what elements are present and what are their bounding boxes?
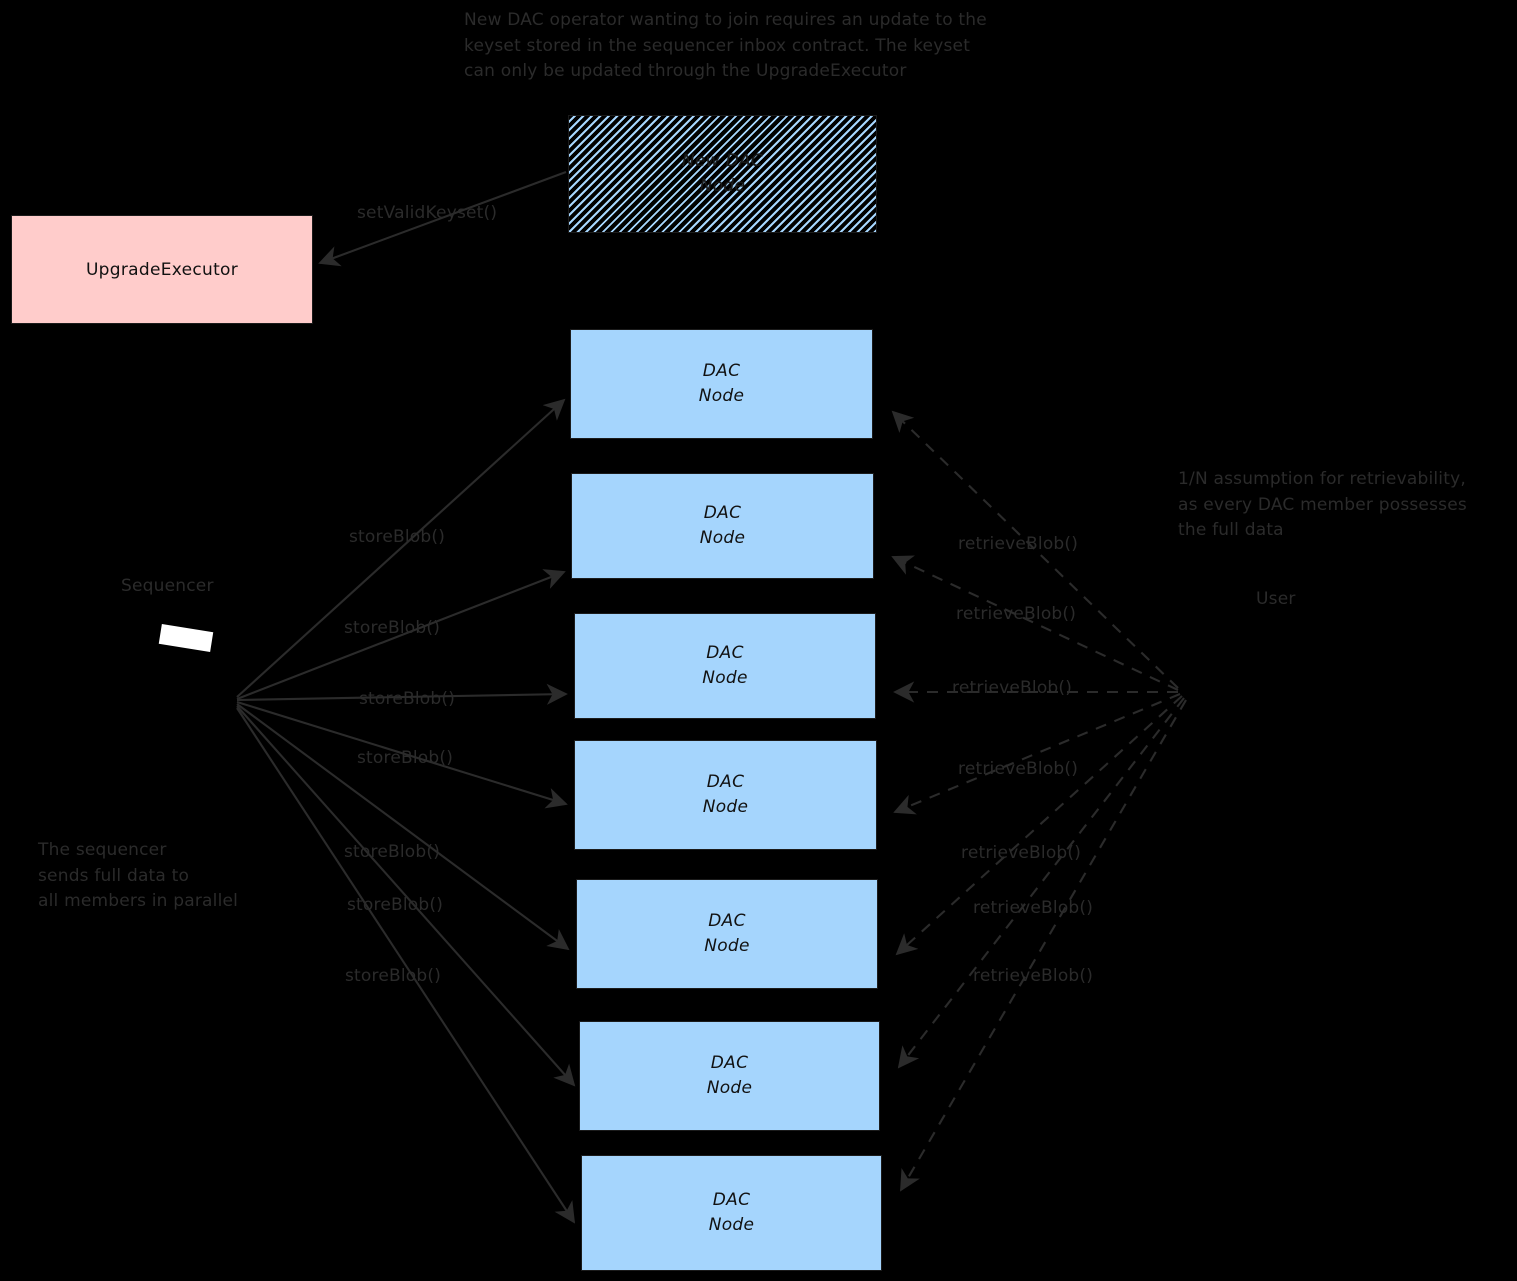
- edge-label-store-blob-1: storeBlob(): [349, 527, 446, 547]
- new-dac-node-box[interactable]: New DAC Node: [568, 115, 877, 233]
- edge-label-retrieve-blob-7: retrieveBlob(): [973, 966, 1094, 986]
- edge-label-store-blob-3: storeBlob(): [359, 689, 456, 709]
- edge-store-blob-1: [236, 398, 566, 698]
- note-keyset-update: New DAC operator wanting to join require…: [464, 10, 987, 81]
- dac-node-5-line1: DAC: [708, 911, 746, 932]
- dac-node-7[interactable]: DAC Node: [581, 1155, 882, 1271]
- edge-label-retrieve-blob-1: retrieveBlob(): [958, 534, 1079, 554]
- dac-node-3-line2: Node: [702, 668, 748, 688]
- upgrade-executor-label: UpgradeExecutor: [85, 259, 239, 280]
- edge-label-store-blob-4: storeBlob(): [357, 748, 454, 768]
- dac-node-3-line1: DAC: [706, 643, 744, 664]
- edge-label-store-blob-7: storeBlob(): [345, 966, 442, 986]
- edge-label-retrieve-blob-2: retrieveBlob(): [956, 604, 1077, 624]
- dac-node-2-line2: Node: [699, 528, 746, 548]
- dac-node-4[interactable]: DAC Node: [574, 740, 877, 850]
- dac-node-5-line2: Node: [704, 936, 750, 956]
- edge-retrieve-blob-6: [897, 697, 1185, 1069]
- note-retrievability-assumption: 1/N assumption for retrievability, as ev…: [1178, 469, 1467, 540]
- note-sequencer-parallel: The sequencer sends full data to all mem…: [38, 840, 239, 911]
- sequencer-label: Sequencer: [121, 576, 214, 596]
- edge-label-retrieve-blob-3: retrieveBlob(): [952, 678, 1073, 698]
- dac-node-5[interactable]: DAC Node: [576, 879, 878, 989]
- dac-node-1-line1: DAC: [702, 361, 741, 382]
- dac-node-1-line2: Node: [698, 386, 745, 406]
- upgrade-executor-box[interactable]: UpgradeExecutor: [11, 215, 313, 324]
- new-dac-node-line1: New DAC: [681, 151, 764, 172]
- new-dac-node-line2: Node: [699, 176, 746, 196]
- dac-node-1[interactable]: DAC Node: [570, 329, 873, 439]
- dac-node-7-line2: Node: [708, 1215, 755, 1235]
- dac-node-6-line1: DAC: [710, 1053, 749, 1074]
- dac-node-6[interactable]: DAC Node: [579, 1021, 880, 1131]
- edge-label-retrieve-blob-4: retrieveBlob(): [958, 759, 1079, 779]
- dac-node-6-line2: Node: [706, 1078, 753, 1098]
- dac-node-2-line1: DAC: [703, 503, 742, 524]
- dac-node-7-line1: DAC: [712, 1190, 751, 1211]
- dac-node-4-line1: DAC: [706, 772, 745, 793]
- edge-retrieve-blob-4: [893, 693, 1181, 815]
- edge-label-store-blob-6: storeBlob(): [347, 895, 444, 915]
- edge-store-blob-7: [236, 707, 576, 1224]
- edge-label-set-valid-keyset: setValidKeyset(): [357, 203, 498, 223]
- sequencer-icon: [158, 624, 214, 652]
- edge-label-retrieve-blob-6: retrieveBlob(): [973, 898, 1094, 918]
- edge-label-store-blob-2: storeBlob(): [344, 618, 441, 638]
- edge-label-retrieve-blob-5: retrieveBlob(): [961, 843, 1082, 863]
- dac-node-4-line2: Node: [702, 797, 749, 817]
- edge-label-store-blob-5: storeBlob(): [344, 842, 441, 862]
- dac-node-2[interactable]: DAC Node: [571, 473, 874, 579]
- dac-node-3[interactable]: DAC Node: [574, 613, 876, 719]
- user-label: User: [1256, 589, 1296, 609]
